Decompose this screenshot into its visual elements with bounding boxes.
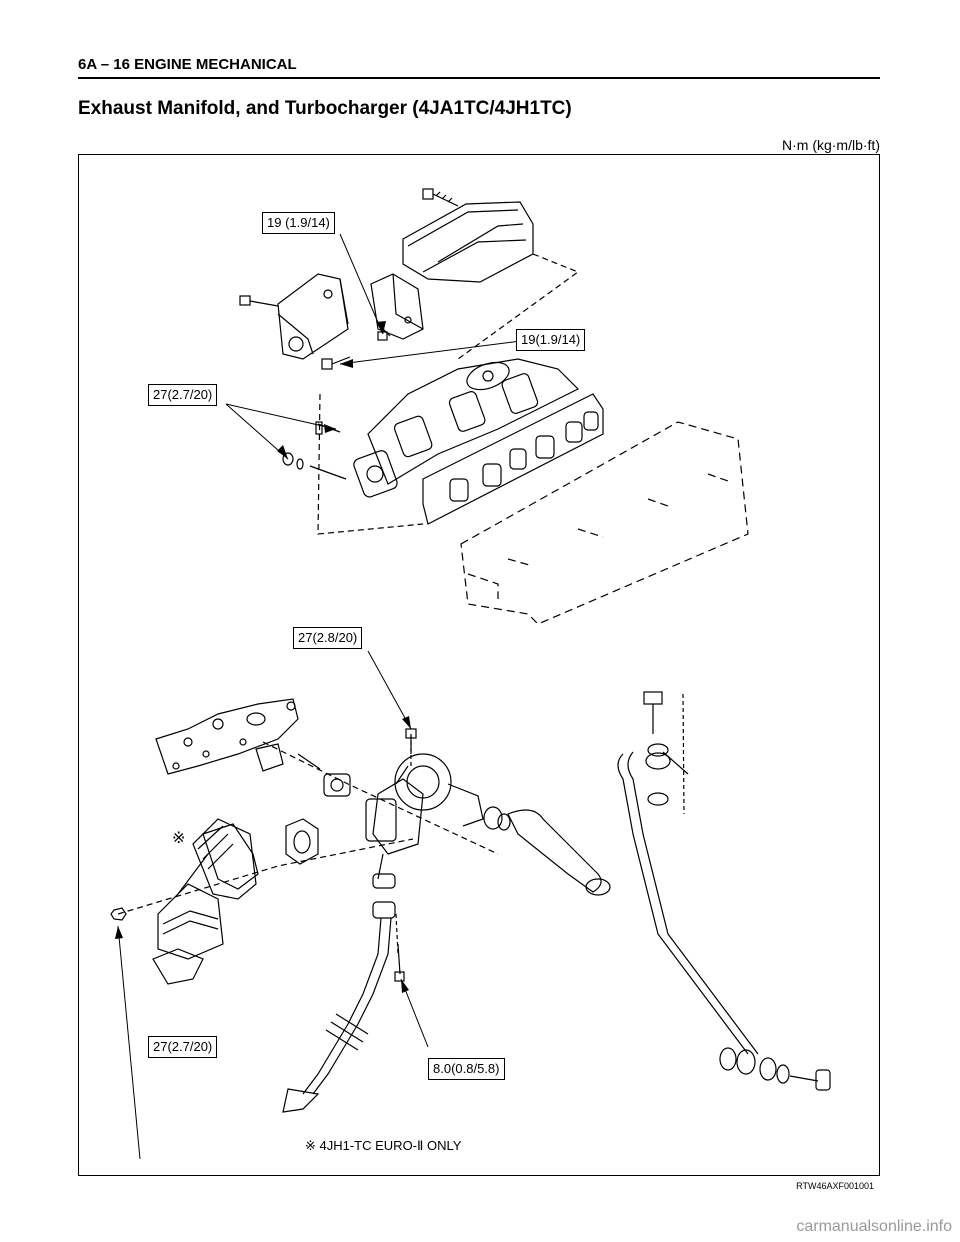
- oil-feed-pipe: [617, 751, 759, 1075]
- oil-return-bolt: [394, 943, 405, 982]
- catalytic-converter: [152, 823, 259, 985]
- page-title: Exhaust Manifold, and Turbocharger (4JA1…: [78, 98, 572, 119]
- exhaust-manifold-lower: [155, 698, 299, 775]
- torque-label-bracket-bolt: 19(1.9/14): [516, 329, 586, 351]
- outlet-hose: [507, 809, 611, 896]
- bracket-small: [370, 273, 424, 340]
- section-header: 6A – 16 ENGINE MECHANICAL: [78, 56, 297, 73]
- oil-return-pipe: [282, 853, 396, 1113]
- cylinder-head: [460, 421, 749, 625]
- torque-label-catalyst-nut: 27(2.7/20): [148, 1036, 218, 1058]
- leader-lines: [117, 233, 522, 1160]
- reference-mark: ※: [172, 830, 186, 847]
- torque-label-oil-return-bolt: 8.0(0.8/5.8): [428, 1058, 505, 1080]
- manifold-gasket: [422, 393, 604, 525]
- heat-insulator: [192, 818, 257, 900]
- torque-label-manifold-nut: 27(2.7/20): [148, 384, 218, 406]
- header-divider: [78, 77, 880, 79]
- manifold-studs: [282, 421, 347, 480]
- watermark: carmanualsonline.info: [796, 1218, 952, 1235]
- torque-units-note: N·m (kg·m/lb·ft): [782, 137, 880, 153]
- bracket-bolt-left: [239, 295, 279, 307]
- oil-feed-fittings: [643, 691, 831, 1091]
- turbocharger: [365, 753, 511, 855]
- diagram-drawing: [78, 154, 880, 1176]
- heat-shield: [402, 201, 534, 283]
- exhaust-manifold-upper: [353, 358, 580, 498]
- shield-bolt: [422, 188, 459, 207]
- exploded-view-diagram: 19 (1.9/14) 19(1.9/14) 27(2.7/20) 27(2.8…: [78, 154, 880, 1176]
- torque-label-heat-shield-bolt: 19 (1.9/14): [262, 212, 335, 234]
- catalyst-nut: [110, 907, 127, 921]
- figure-id: RTW46AXF001001: [796, 1181, 874, 1191]
- flange-gasket: [285, 818, 319, 865]
- footnote-euro-ii: ※ 4JH1-TC EURO-Ⅱ ONLY: [305, 1138, 462, 1153]
- arrowheads: [115, 321, 411, 993]
- torque-label-turbo-nut: 27(2.8/20): [293, 627, 363, 649]
- turbo-gasket: [255, 743, 351, 797]
- bracket-left: [277, 273, 349, 360]
- bracket-bolt-center: [321, 356, 351, 370]
